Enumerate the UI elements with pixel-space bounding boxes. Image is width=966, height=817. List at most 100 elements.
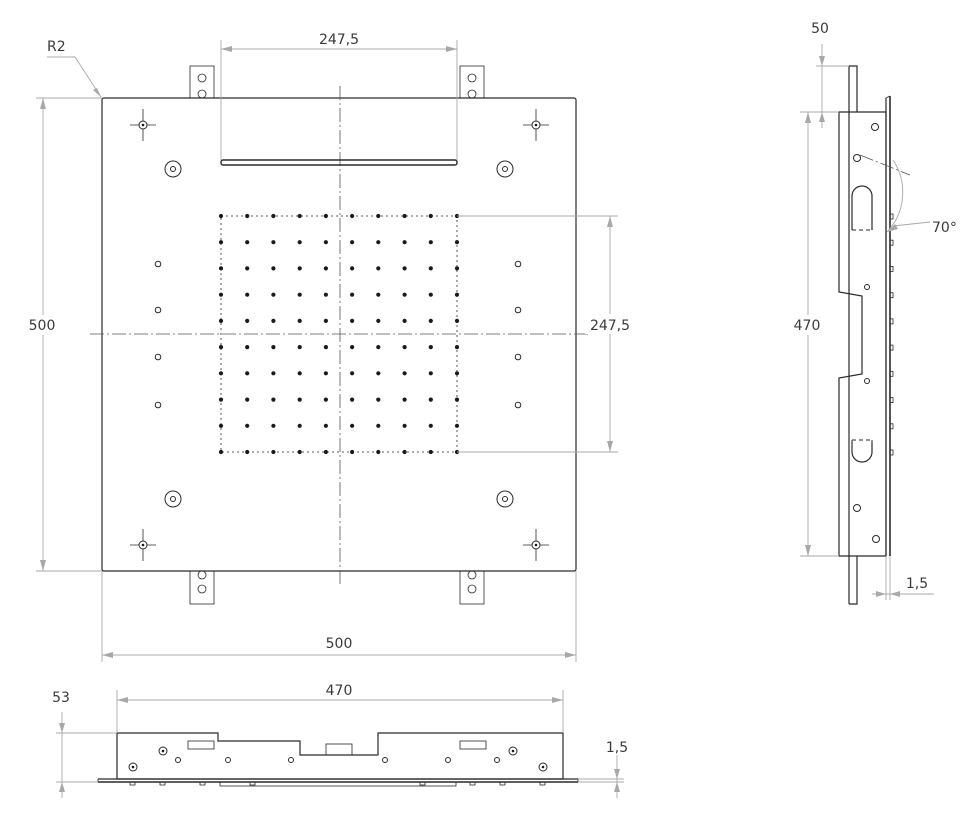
nozzle-dot [297, 345, 302, 350]
nozzle-dot [402, 397, 407, 402]
dim-right-height: 247,5 [457, 215, 635, 453]
nozzle-dot [245, 449, 250, 455]
side-holes [154, 260, 522, 409]
top-slot [220, 159, 458, 166]
nozzle-dot [454, 240, 460, 245]
nozzle-dot [454, 397, 460, 402]
nozzle-grid [218, 213, 460, 455]
nozzle-dot [271, 266, 276, 271]
dim-side-thickness: 1,5 [872, 556, 934, 600]
nozzle-dot [402, 423, 407, 428]
nozzle-dot [376, 423, 381, 428]
bottom-nozzle-tick [469, 781, 476, 786]
nozzle-dot [271, 397, 276, 402]
nozzle-dot [350, 397, 355, 402]
nozzle-dot [323, 397, 328, 402]
nozzle-dot [271, 318, 276, 323]
side-nozzle-tick [889, 449, 894, 456]
nozzle-dot [323, 423, 328, 428]
nozzle-dot [218, 345, 224, 350]
nozzle-dot [376, 371, 381, 376]
corner-screws [130, 109, 549, 561]
bottom-nozzle-tick [159, 781, 166, 786]
nozzle-dot [297, 213, 302, 219]
nozzle-dot [245, 318, 250, 323]
nozzle-dot [454, 345, 460, 350]
nozzle-dot [323, 266, 328, 271]
nozzle-dot [454, 371, 460, 376]
bottom-nozzle-ticks [129, 781, 546, 786]
bottom-view-thickness-label: 1,5 [606, 740, 628, 756]
bottom-view-width-label: 470 [326, 683, 353, 699]
nozzle-dot [376, 240, 381, 245]
nozzle-dot [271, 371, 276, 376]
nozzle-dot [402, 213, 407, 219]
nozzle-dot [297, 449, 302, 455]
dim-top-width: 247,5 [220, 32, 458, 160]
nozzle-dot [428, 397, 433, 402]
right-height-label: 247,5 [590, 318, 630, 334]
bottom-width-label: 500 [326, 636, 353, 652]
side-nozzle-tick [889, 423, 894, 430]
dim-bottom-view-width: 470 [116, 683, 564, 733]
side-height-label: 470 [794, 318, 821, 334]
rivets [164, 160, 514, 508]
side-nozzle-tick [889, 292, 894, 299]
side-nozzle-tick [889, 370, 894, 377]
nozzle-dot [271, 213, 276, 219]
corner-radius-label: R2 [47, 39, 66, 55]
nozzle-dot [428, 423, 433, 428]
side-nozzle-tick [889, 213, 894, 220]
nozzle-dot [350, 345, 355, 350]
nozzle-dot [323, 240, 328, 245]
nozzle-dot [218, 240, 224, 245]
shower-plate-outline [101, 97, 577, 572]
nozzle-dot [428, 345, 433, 350]
nozzle-dot [402, 371, 407, 376]
dim-left-height: 500 [24, 97, 102, 572]
nozzle-dot [271, 449, 276, 455]
nozzle-dot [350, 213, 355, 219]
dim-bottom-view-thickness: 1,5 [578, 740, 628, 798]
dim-angle: 70° [859, 154, 957, 236]
nozzle-dot [428, 240, 433, 245]
nozzle-dot [428, 266, 433, 271]
dim-corner-radius: R2 [47, 39, 102, 98]
side-nozzle-ticks [889, 213, 894, 456]
side-nozzle-tick [889, 344, 894, 351]
side-thickness-label: 1,5 [906, 576, 928, 592]
bottom-nozzle-tick [419, 781, 426, 786]
nozzle-dot [297, 240, 302, 245]
nozzle-dot [402, 240, 407, 245]
nozzle-dot [218, 371, 224, 376]
nozzle-dot [454, 266, 460, 271]
nozzle-dot [218, 449, 224, 455]
front-view: 247,5 R2 500 247,5 [24, 32, 635, 662]
nozzle-dot [428, 292, 433, 297]
nozzle-dot [218, 397, 224, 402]
nozzle-dot [402, 292, 407, 297]
nozzle-dot [350, 266, 355, 271]
dim-bottom-width: 500 [101, 571, 577, 662]
nozzle-dot [376, 266, 381, 271]
nozzle-dot [218, 266, 224, 271]
nozzle-dot [376, 449, 381, 455]
nozzle-dot [297, 266, 302, 271]
nozzle-dot [218, 213, 224, 219]
nozzle-dot [271, 240, 276, 245]
top-offset-label: 50 [811, 21, 829, 37]
nozzle-dot [271, 345, 276, 350]
nozzle-dot [350, 240, 355, 245]
bottom-nozzle-tick [539, 781, 546, 786]
nozzle-dot [245, 292, 250, 297]
nozzle-dot [454, 292, 460, 297]
nozzle-dot [428, 371, 433, 376]
bottom-body-profile [116, 732, 564, 780]
side-body-profile [838, 111, 887, 557]
nozzle-dot [350, 292, 355, 297]
nozzle-dot [245, 266, 250, 271]
nozzle-dot [350, 423, 355, 428]
nozzle-dot [218, 318, 224, 323]
side-nozzle-tick [889, 318, 894, 325]
mounting-tabs [189, 65, 485, 605]
